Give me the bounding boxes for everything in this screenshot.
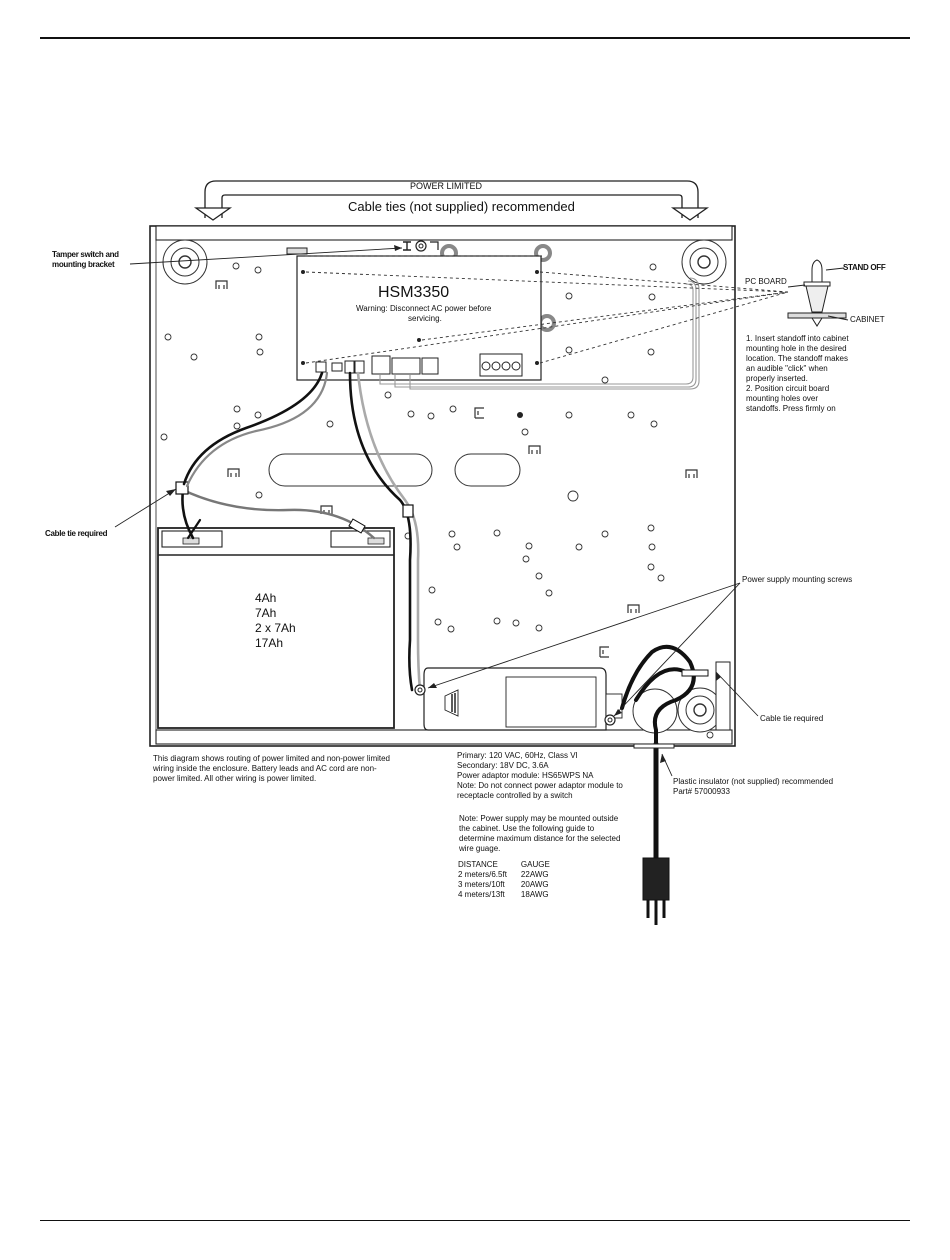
standoff-instructions: 1. Insert standoff into cabinet mounting… — [746, 334, 849, 414]
mounting-bosses — [162, 239, 727, 734]
board-warning-line1: Warning: Disconnect AC power before — [356, 304, 492, 313]
filled-hole — [517, 412, 523, 418]
gauge-header-cell: DISTANCE — [458, 860, 498, 869]
gauge-cell: 18AWG — [520, 890, 549, 899]
tamper-label-line2: mounting bracket — [52, 260, 115, 269]
gauge-cell: 20AWG — [520, 880, 549, 889]
power-spec-line: Secondary: 18V DC, 3.6A — [457, 761, 549, 770]
power-specs: Primary: 120 VAC, 60Hz, Class VI Seconda… — [457, 751, 623, 801]
standoff-instruction-line: an audible "click" when — [746, 364, 828, 373]
mount-note-line: wire guage. — [459, 844, 501, 853]
power-limited-label: POWER LIMITED — [410, 181, 483, 191]
bracket-tabs — [215, 280, 698, 658]
standoff-guide-lines — [305, 255, 789, 364]
table-row: 2 meters/6.5ft 22AWG — [458, 870, 564, 880]
pc-board-label: PC BOARD — [745, 277, 787, 286]
leader-lines — [114, 247, 759, 777]
standoff-illustration — [787, 259, 849, 327]
battery-capacity-item: 2 x 7Ah — [255, 621, 296, 635]
power-spec-line: receptacle controlled by a switch — [457, 791, 573, 800]
mount-note: Note: Power supply may be mounted outsid… — [459, 814, 620, 854]
standoff-instruction-line: location. The standoff makes — [746, 354, 848, 363]
leader-arrowheads — [166, 245, 721, 763]
tamper-switch — [286, 240, 439, 255]
board-wires — [182, 371, 422, 692]
power-supply-module — [414, 667, 623, 731]
standoff-instruction-line: mounting holes over — [746, 394, 819, 403]
knockout-ovals — [268, 453, 521, 487]
mount-note-line: determine maximum distance for the selec… — [459, 834, 621, 843]
power-supply-screws-label: Power supply mounting screws — [742, 575, 853, 584]
cabinet-label: CABINET — [850, 315, 885, 324]
insulator-label-line1: Plastic insulator (not supplied) recomme… — [673, 777, 834, 786]
bottom-rule — [40, 1220, 910, 1221]
standoff-instruction-line: properly inserted. — [746, 374, 808, 383]
standoff-instruction-line: mounting hole in the desired — [746, 344, 847, 353]
battery-capacity-item: 4Ah — [255, 591, 277, 605]
power-spec-line: Primary: 120 VAC, 60Hz, Class VI — [457, 751, 578, 760]
gauge-table-header: DISTANCE GAUGE — [458, 860, 564, 870]
battery — [157, 527, 395, 729]
ac-plug — [642, 857, 670, 925]
wire-gauge-table: DISTANCE GAUGE 2 meters/6.5ft 22AWG 3 me… — [458, 860, 564, 900]
top-rule — [40, 37, 910, 39]
gauge-cell: 2 meters/6.5ft — [458, 870, 507, 879]
power-limited-bracket — [193, 180, 710, 221]
battery-capacity-list: 4Ah 7Ah 2 x 7Ah 17Ah — [255, 591, 296, 651]
routing-note-line: wiring inside the enclosure. Battery lea… — [153, 764, 377, 773]
board-name: HSM3350 — [378, 284, 450, 301]
routing-note-line: This diagram shows routing of power limi… — [153, 754, 390, 763]
board-wiring-harness — [379, 277, 700, 390]
battery-capacity-item: 17Ah — [255, 636, 284, 650]
gauge-cell: 4 meters/13ft — [458, 890, 505, 899]
routing-note-line: power limited. All other wiring is power… — [153, 774, 317, 783]
cable-ties-label: Cable ties (not supplied) recommended — [348, 199, 575, 214]
mount-note-line: the cabinet. Use the following guide to — [459, 824, 595, 833]
cable-tie-required-left-label: Cable tie required — [45, 529, 108, 538]
table-row: 3 meters/10ft 20AWG — [458, 880, 564, 890]
cable-tie-required-right-label: Cable tie required — [760, 714, 824, 723]
standoff-instruction-line: standoffs. Press firmly on — [746, 404, 836, 413]
gauge-cell: 22AWG — [520, 870, 549, 879]
gauge-header-cell: GAUGE — [520, 860, 550, 869]
stand-off-label: STAND OFF — [843, 263, 886, 272]
battery-capacity-item: 7Ah — [255, 606, 277, 620]
ac-cord — [620, 644, 731, 861]
standoff-instruction-line: 1. Insert standoff into cabinet — [746, 334, 849, 343]
tamper-label-line1: Tamper switch and — [52, 250, 119, 259]
board-warning-line2: servicing. — [408, 314, 442, 323]
gauge-cell: 3 meters/10ft — [458, 880, 505, 889]
battery-leads — [175, 481, 376, 540]
table-row: 4 meters/13ft 18AWG — [458, 890, 564, 900]
mount-note-line: Note: Power supply may be mounted outsid… — [459, 814, 619, 823]
insulator-label-line2: Part# 57000933 — [673, 787, 730, 796]
power-spec-line: Note: Do not connect power adaptor modul… — [457, 781, 623, 790]
power-spec-line: Power adaptor module: HS65WPS NA — [457, 771, 594, 780]
routing-note: This diagram shows routing of power limi… — [153, 754, 390, 784]
cabinet-holes — [160, 262, 714, 739]
standoff-instruction-line: 2. Position circuit board — [746, 384, 830, 393]
